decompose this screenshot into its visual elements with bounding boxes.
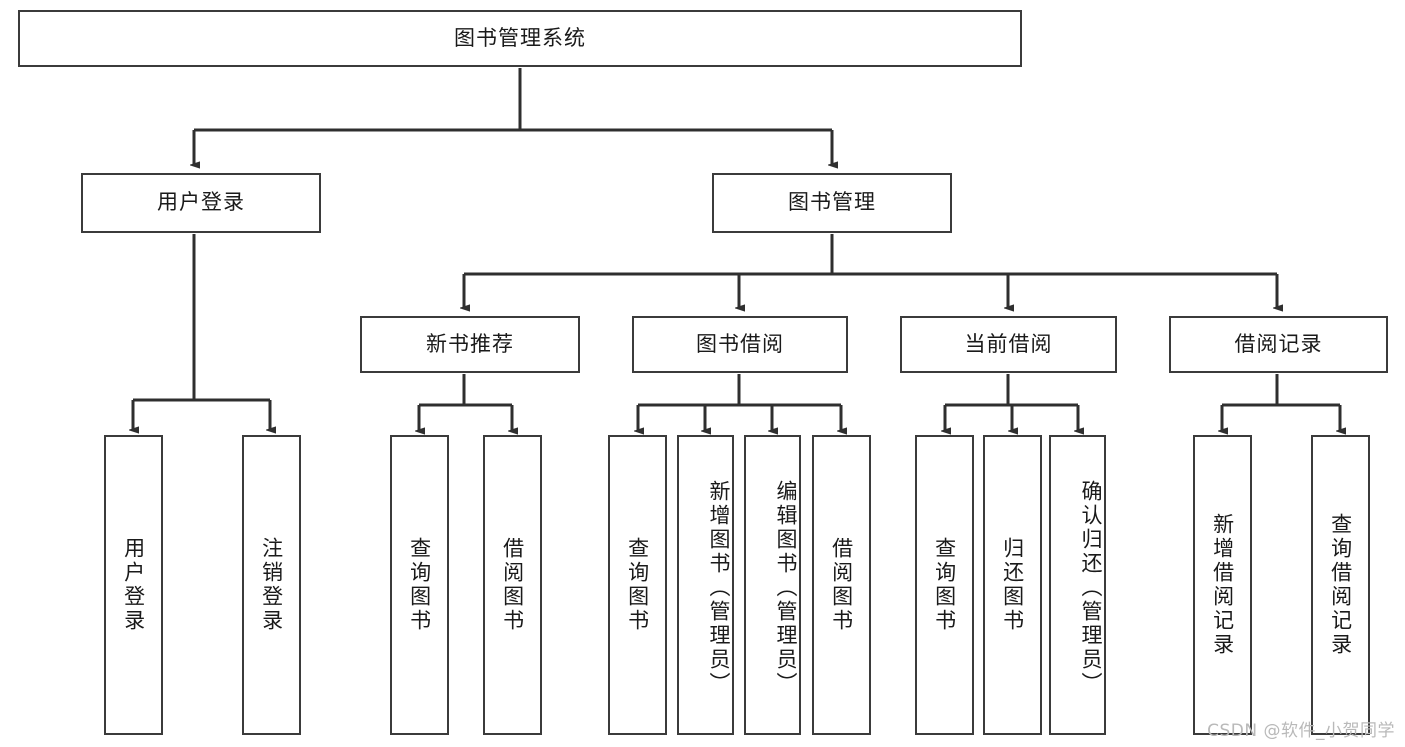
leaf-user-login[interactable]: 用户登录 bbox=[104, 435, 163, 735]
leaf-add-borrow-record[interactable]: 新增借阅记录 bbox=[1193, 435, 1252, 735]
leaf-query-book-current[interactable]: 查询图书 bbox=[915, 435, 974, 735]
leaf-borrow-book[interactable]: 借阅图书 bbox=[812, 435, 871, 735]
node-borrow-record[interactable]: 借阅记录 bbox=[1169, 316, 1388, 373]
node-book-borrow[interactable]: 图书借阅 bbox=[632, 316, 848, 373]
node-user-login[interactable]: 用户登录 bbox=[81, 173, 321, 233]
node-current-borrow[interactable]: 当前借阅 bbox=[900, 316, 1117, 373]
leaf-add-book-admin[interactable]: 新增图书（管理员） bbox=[677, 435, 734, 735]
watermark-text: CSDN @软件_小贺同学 bbox=[1207, 721, 1395, 741]
node-book-management[interactable]: 图书管理 bbox=[712, 173, 952, 233]
leaf-query-book-borrow[interactable]: 查询图书 bbox=[608, 435, 667, 735]
leaf-query-book-recommend[interactable]: 查询图书 bbox=[390, 435, 449, 735]
leaf-return-book[interactable]: 归还图书 bbox=[983, 435, 1042, 735]
leaf-query-borrow-record[interactable]: 查询借阅记录 bbox=[1311, 435, 1370, 735]
leaf-confirm-return-admin[interactable]: 确认归还（管理员） bbox=[1049, 435, 1106, 735]
leaf-edit-book-admin[interactable]: 编辑图书（管理员） bbox=[744, 435, 801, 735]
leaf-borrow-book-recommend[interactable]: 借阅图书 bbox=[483, 435, 542, 735]
leaf-logout[interactable]: 注销登录 bbox=[242, 435, 301, 735]
node-root-system[interactable]: 图书管理系统 bbox=[18, 10, 1022, 67]
node-new-book-recommend[interactable]: 新书推荐 bbox=[360, 316, 580, 373]
